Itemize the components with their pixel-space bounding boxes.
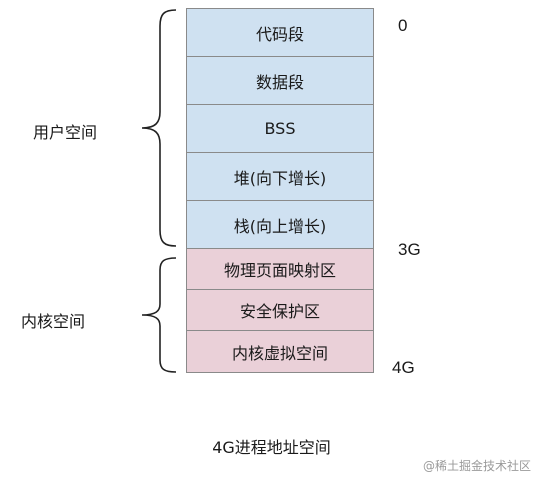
address-space-stack: 代码段 数据段 BSS 堆(向下增长) 栈(向上增长) 物理页面映射区 安全保护… [186,8,374,373]
segment-security-protection: 安全保护区 [187,290,373,331]
segment-kernel-virtual: 内核虚拟空间 [187,331,373,372]
address-user-end: 3G [398,240,421,259]
kernel-space-brace [141,257,177,373]
watermark: @稀土掘金技术社区 [422,459,531,473]
segment-bss: BSS [187,105,373,153]
segment-stack: 栈(向上增长) [187,201,373,249]
user-space-brace [141,9,177,247]
address-kernel-end: 4G [392,358,415,377]
diagram-caption: 4G进程地址空间 [212,438,331,457]
segment-code: 代码段 [187,9,373,57]
segment-physical-page-mapping: 物理页面映射区 [187,249,373,290]
segment-data: 数据段 [187,57,373,105]
kernel-space-label: 内核空间 [20,312,85,331]
address-start: 0 [398,16,408,35]
user-space-label: 用户空间 [32,123,97,142]
segment-heap: 堆(向下增长) [187,153,373,201]
